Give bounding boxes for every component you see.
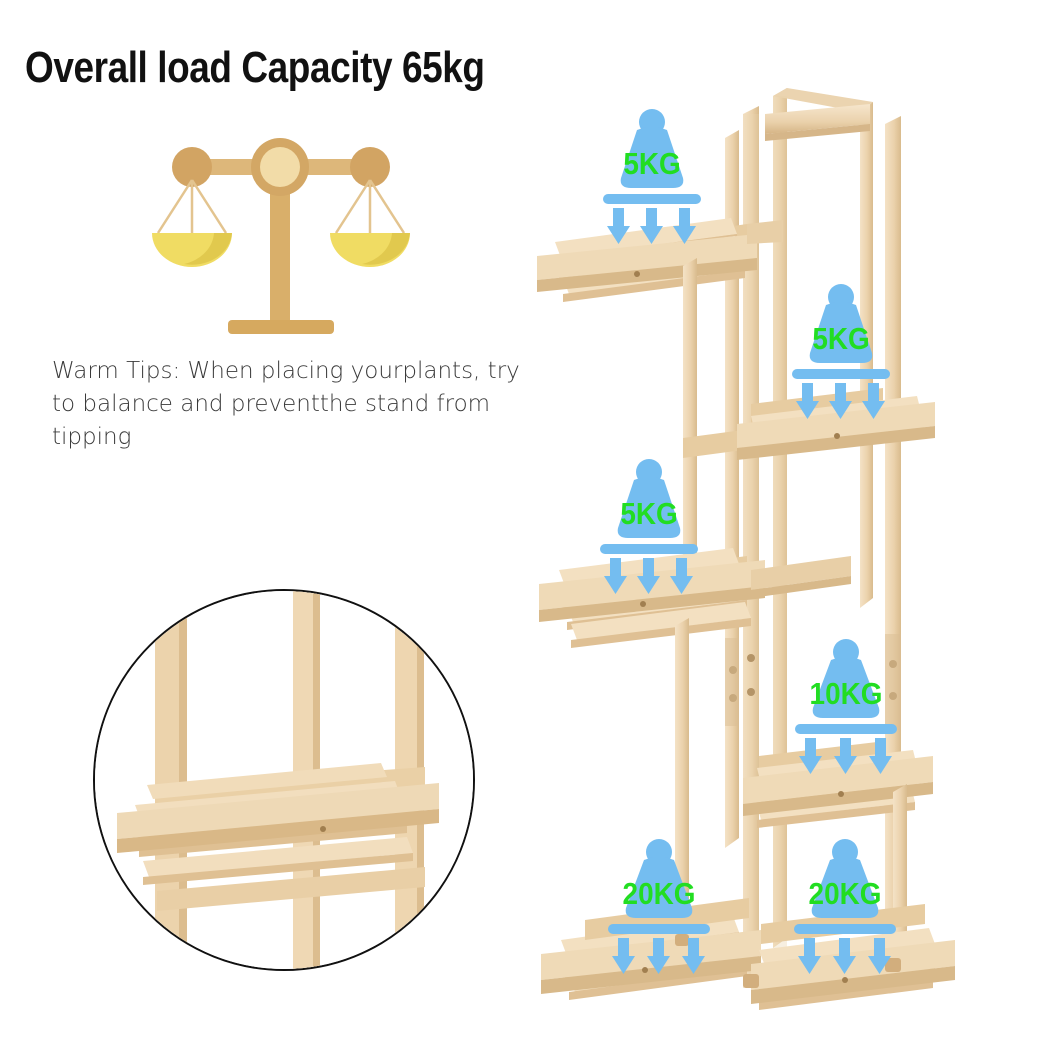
magnified-detail-circle [93,589,475,971]
weight-badge-tier-bottom-right: 20KG [786,838,904,978]
warm-tips-text: Warm Tips: When placing yourplants, try … [52,358,520,450]
weight-badge-tier-bottom-left: 20KG [600,838,718,978]
weight-badge-tier-upper-right: 5KG [786,283,896,423]
balance-scale-icon [150,130,410,340]
weight-badge-tier-middle-left: 5KG [594,458,704,598]
weight-badge-tier-top-left: 5KG [597,108,707,248]
weight-badge-tier-lower-right: 10KG [787,638,905,778]
page-title: Overall load Capacity 65kg [25,43,485,92]
